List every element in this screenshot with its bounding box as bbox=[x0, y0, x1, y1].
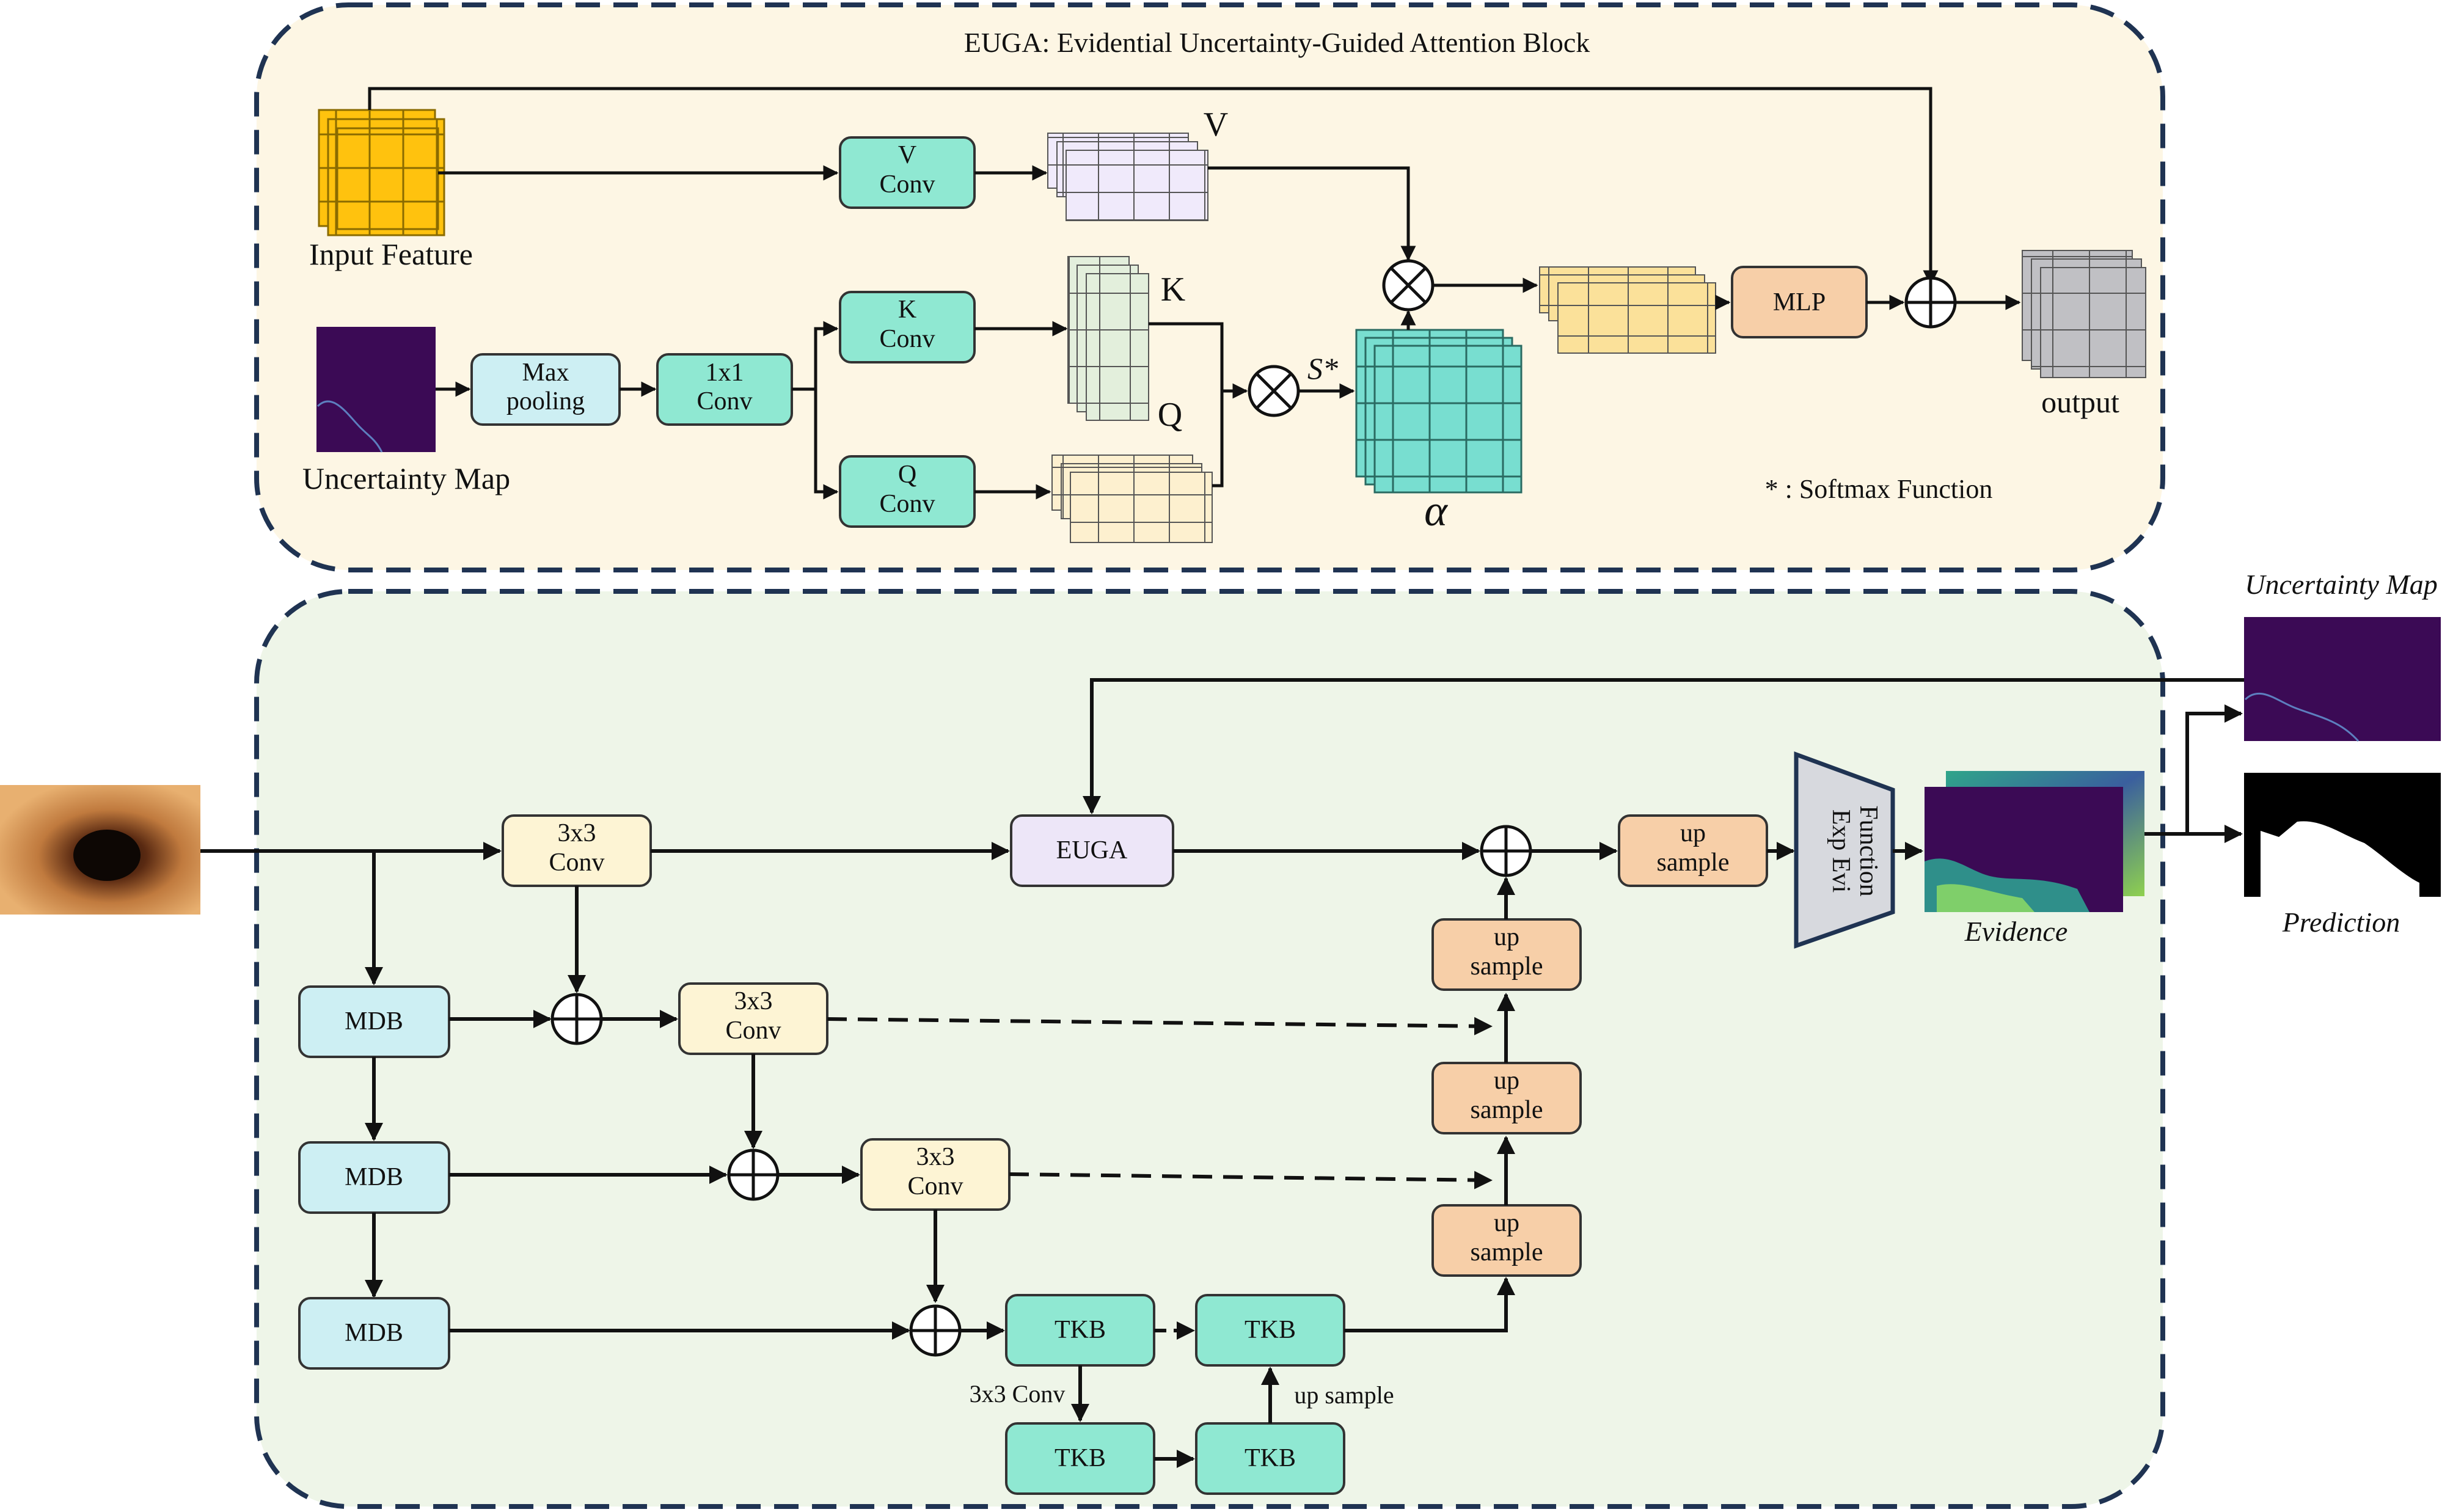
svg-text:3x3: 3x3 bbox=[558, 819, 596, 847]
svg-text:pooling: pooling bbox=[506, 387, 585, 415]
plus-3-icon bbox=[909, 1304, 962, 1357]
plus-2-icon bbox=[727, 1149, 780, 1201]
attention-output-tensor bbox=[1539, 266, 1716, 354]
svg-text:TKB: TKB bbox=[1055, 1316, 1106, 1344]
svg-text:3x3: 3x3 bbox=[916, 1143, 955, 1171]
output-label: output bbox=[2041, 385, 2119, 419]
svg-text:TKB: TKB bbox=[1055, 1444, 1106, 1472]
svg-text:MDB: MDB bbox=[345, 1163, 403, 1191]
svg-text:MDB: MDB bbox=[345, 1007, 403, 1035]
output-tensor bbox=[2022, 250, 2146, 378]
plus-1-icon bbox=[550, 993, 603, 1045]
svg-text:Conv: Conv bbox=[549, 849, 604, 877]
svg-text:sample: sample bbox=[1471, 952, 1543, 981]
svg-text:Function: Function bbox=[1854, 805, 1882, 896]
exp-evi-function-block bbox=[1794, 751, 1895, 949]
svg-text:Conv: Conv bbox=[879, 325, 935, 353]
prediction-label: Prediction bbox=[2282, 907, 2400, 938]
q-label: Q bbox=[1158, 396, 1182, 434]
euga-title: EUGA: Evidential Uncertainty-Guided Atte… bbox=[964, 27, 1590, 58]
plus-euga-icon bbox=[1904, 276, 1957, 329]
svg-text:TKB: TKB bbox=[1245, 1316, 1296, 1344]
svg-text:sample: sample bbox=[1471, 1096, 1543, 1124]
k-tensor bbox=[1067, 256, 1149, 421]
softmax-note: * : Softmax Function bbox=[1765, 474, 1993, 504]
input-feature-label: Input Feature bbox=[309, 237, 473, 271]
multiply-kq-icon bbox=[1248, 365, 1300, 417]
svg-text:3x3: 3x3 bbox=[734, 987, 773, 1015]
svg-text:Q: Q bbox=[898, 461, 916, 489]
output-uncertainty-map-label: Uncertainty Map bbox=[2245, 569, 2438, 600]
svg-text:Conv: Conv bbox=[879, 490, 935, 518]
multiply-v-alpha-icon bbox=[1382, 259, 1435, 312]
svg-text:V: V bbox=[898, 141, 916, 169]
svg-text:TKB: TKB bbox=[1245, 1444, 1296, 1472]
evidence-image bbox=[1925, 771, 2144, 912]
mdb-box-3 bbox=[298, 1297, 450, 1370]
svg-text:Conv: Conv bbox=[907, 1172, 963, 1200]
svg-text:EUGA: EUGA bbox=[1056, 836, 1128, 864]
svg-text:Conv: Conv bbox=[725, 1017, 781, 1045]
q-tensor bbox=[1051, 455, 1213, 543]
alpha-tensor bbox=[1355, 329, 1523, 494]
svg-text:MLP: MLP bbox=[1773, 288, 1826, 316]
svg-text:Max: Max bbox=[522, 359, 569, 387]
uncertainty-map-label: Uncertainty Map bbox=[302, 461, 510, 495]
v-tensor bbox=[1047, 133, 1208, 221]
svg-text:up: up bbox=[1680, 819, 1706, 847]
svg-text:1x1: 1x1 bbox=[706, 359, 744, 387]
output-uncertainty-map-image bbox=[2244, 617, 2441, 741]
evidence-label: Evidence bbox=[1964, 916, 2068, 947]
svg-text:sample: sample bbox=[1471, 1238, 1543, 1266]
svg-text:up: up bbox=[1494, 1067, 1519, 1095]
s-star-label: S* bbox=[1307, 351, 1338, 385]
uncertainty-map-image bbox=[316, 327, 436, 452]
euga-panel bbox=[254, 2, 2165, 572]
plus-main-icon bbox=[1480, 825, 1532, 877]
svg-text:Exp Evi: Exp Evi bbox=[1827, 809, 1855, 893]
input-feature-tensor bbox=[318, 109, 445, 236]
svg-text:up: up bbox=[1494, 1209, 1519, 1237]
svg-text:sample: sample bbox=[1657, 849, 1730, 877]
svg-text:Conv: Conv bbox=[696, 387, 752, 415]
svg-text:K: K bbox=[898, 296, 916, 324]
svg-text:MDB: MDB bbox=[345, 1319, 403, 1347]
svg-text:up: up bbox=[1494, 923, 1519, 951]
network-panel bbox=[254, 589, 2165, 1509]
k-label: K bbox=[1161, 271, 1185, 309]
up-sample-side-label: up sample bbox=[1294, 1381, 1394, 1409]
v-label: V bbox=[1204, 106, 1228, 144]
svg-text:Conv: Conv bbox=[879, 170, 935, 199]
conv3x3-side-label: 3x3 Conv bbox=[970, 1380, 1066, 1408]
alpha-label: α bbox=[1424, 486, 1448, 535]
